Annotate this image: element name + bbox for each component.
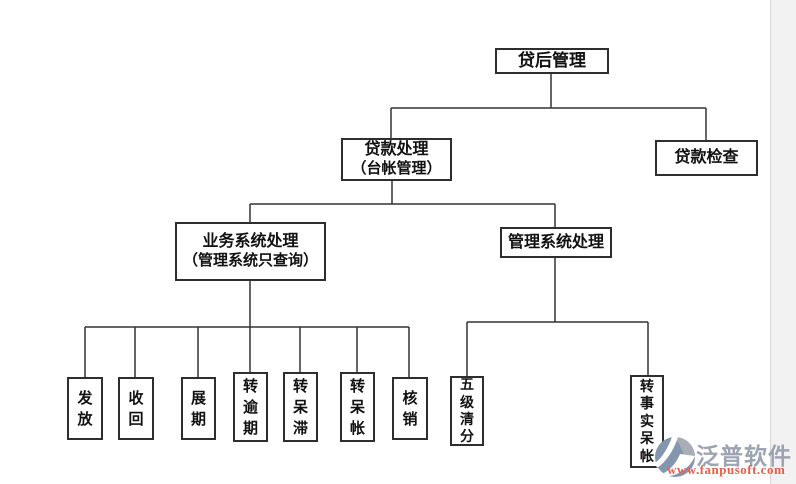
node-label-line2: （台帐管理） (351, 160, 442, 178)
node-leaf-issue: 发放 (67, 377, 103, 440)
node-post-loan-management: 贷后管理 (495, 48, 609, 74)
node-label: 发放 (77, 389, 93, 428)
node-loan-inspection: 贷款检查 (655, 140, 758, 176)
node-label-line1: 业务系统处理 (202, 233, 299, 251)
node-label: 管理系统处理 (507, 233, 604, 251)
node-label: 转呆帐 (349, 377, 365, 437)
node-label: 贷后管理 (518, 51, 586, 71)
node-label: 核销 (402, 389, 418, 428)
node-leaf-to-bad-debt: 转呆帐 (340, 372, 375, 442)
node-label: 转事实呆帐 (639, 378, 654, 464)
node-label: 展期 (190, 389, 206, 428)
watermark-url-text: www.fanpusoft.com (667, 462, 786, 477)
watermark-brand-text: 泛普软件 (696, 443, 792, 469)
node-label-line2: （管理系统只查询） (182, 252, 318, 270)
page-right-margin (771, 0, 796, 484)
node-label: 转呆滞 (292, 377, 308, 437)
node-label-line1: 贷款处理 (364, 141, 429, 159)
node-label: 五级清分 (459, 376, 474, 445)
node-leaf-recover: 收回 (118, 377, 154, 440)
node-label: 贷款检查 (674, 149, 739, 166)
node-label: 收回 (128, 389, 144, 428)
node-leaf-to-sluggish: 转呆滞 (283, 372, 318, 442)
fanpu-logo-icon (655, 437, 695, 477)
watermark: 泛普软件 www.fanpusoft.com (652, 434, 796, 484)
node-label: 转逾期 (242, 377, 258, 437)
page-border-line (770, 0, 771, 484)
node-leaf-five-level-classification: 五级清分 (450, 376, 484, 446)
node-loan-processing: 贷款处理 （台帐管理） (341, 138, 452, 181)
node-leaf-write-off: 核销 (392, 377, 428, 440)
node-leaf-extend: 展期 (181, 377, 216, 440)
node-management-system-processing: 管理系统处理 (500, 227, 612, 258)
node-business-system-processing: 业务系统处理 （管理系统只查询） (175, 222, 326, 281)
node-leaf-to-overdue: 转逾期 (233, 372, 268, 442)
